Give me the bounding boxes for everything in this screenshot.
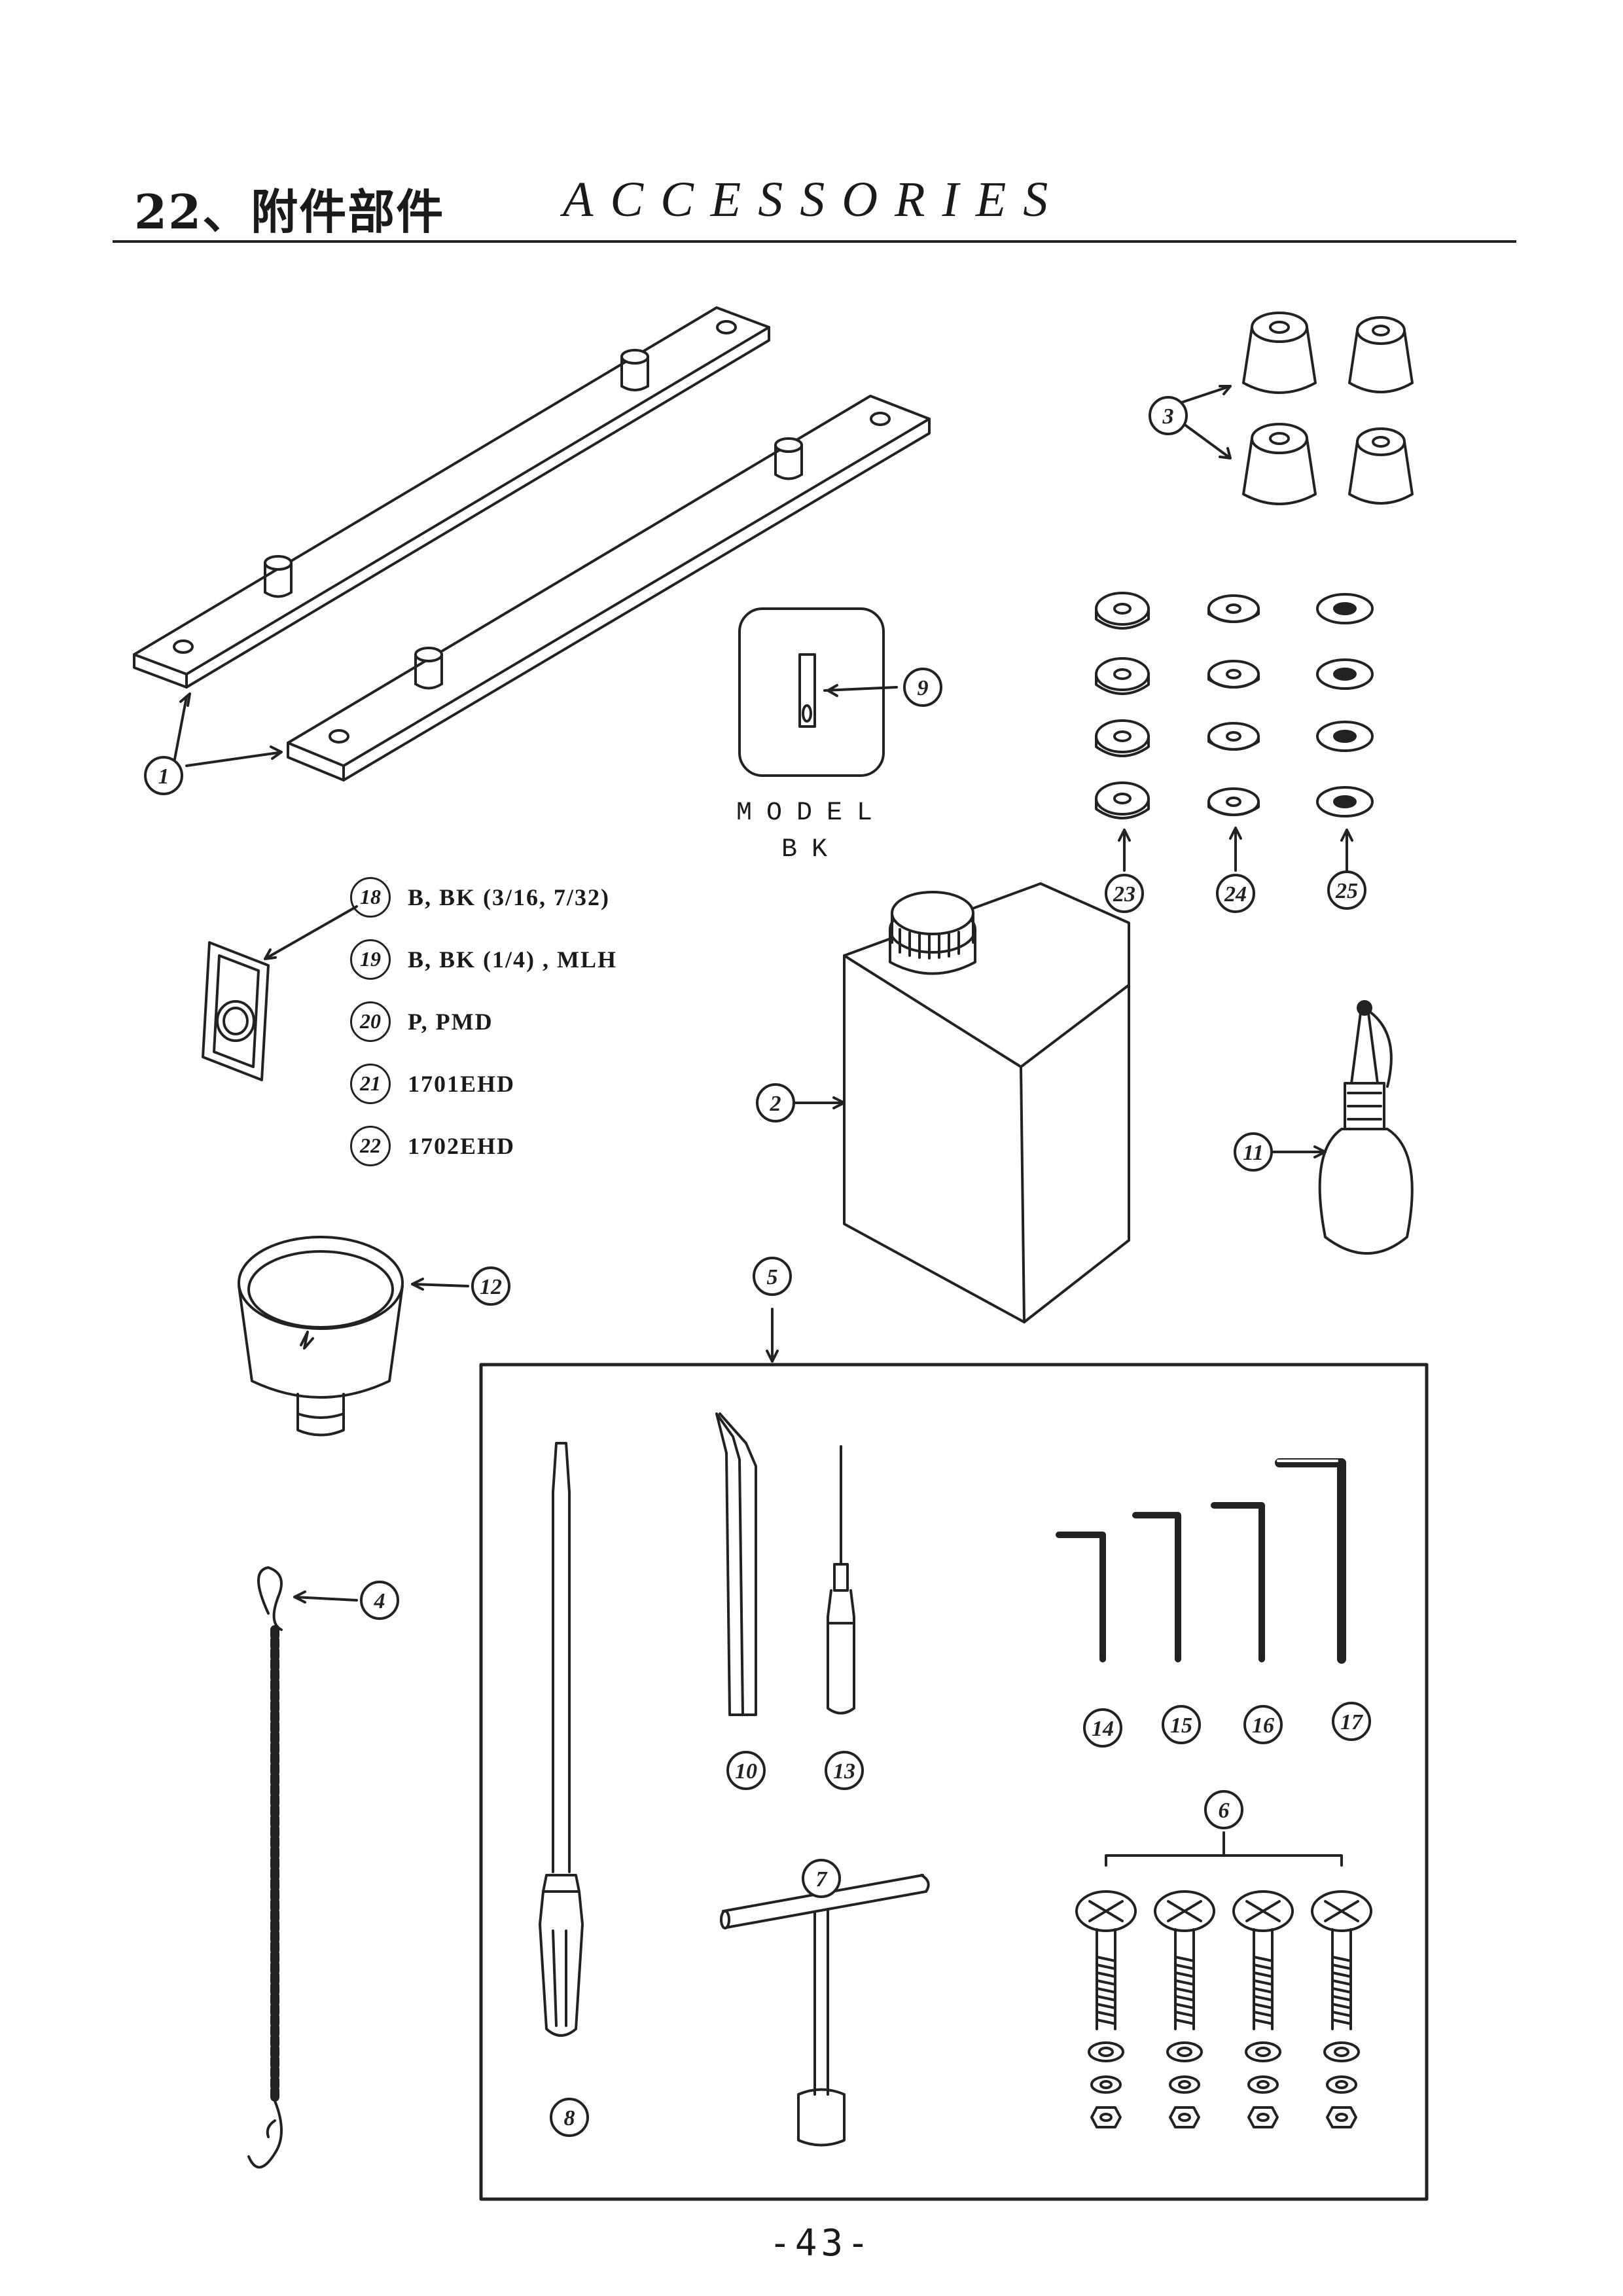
callout-number-3: 3 <box>1162 404 1174 429</box>
oil-cup-part-12 <box>238 1236 404 1437</box>
callout-circle-23 <box>1105 874 1144 913</box>
tweezers-part-10 <box>715 1412 757 1716</box>
callout-circle-10 <box>726 1751 766 1790</box>
legend-text: B, BK (1/4) , MLH <box>408 946 617 973</box>
callout-number-14: 14 <box>1092 1717 1114 1741</box>
leader-1a <box>172 696 188 767</box>
callout-number-2: 2 <box>770 1092 781 1116</box>
callout-circle-17 <box>1332 1702 1371 1741</box>
legend-row-22: 22 1702EHD <box>350 1126 515 1166</box>
callout-number-23: 23 <box>1113 882 1135 906</box>
callout-number-16: 16 <box>1252 1713 1274 1738</box>
legend-text: 1701EHD <box>408 1071 516 1097</box>
oil-can-part-2 <box>843 882 1130 1323</box>
needle-plate-part-18-22 <box>202 941 270 1081</box>
section-title-chinese: 22、附件部件 <box>134 184 445 240</box>
callout-circle-15 <box>1162 1705 1201 1744</box>
rubber-cushions-part-3 <box>1242 312 1414 505</box>
legend-row-18: 18 B, BK (3/16, 7/32) <box>350 877 610 918</box>
callout-circle-13 <box>825 1751 864 1790</box>
legend-row-20: 20 P, PMD <box>350 1001 493 1042</box>
bolt-set-part-6 <box>1075 1831 1372 2128</box>
washers-part-25 <box>1316 593 1374 817</box>
callout-number-7: 7 <box>816 1867 829 1892</box>
legend-row-21: 21 1701EHD <box>350 1064 515 1104</box>
callout-number-1: 1 <box>158 764 169 789</box>
callout-circle-16 <box>1243 1705 1283 1744</box>
legend-number: 20 <box>350 1001 391 1042</box>
callout-circle-11 <box>1234 1132 1273 1172</box>
callout-circle-1 <box>144 756 183 795</box>
callout-number-5: 5 <box>767 1265 778 1289</box>
model-label-line1: MODEL <box>736 798 887 828</box>
callout-circle-24 <box>1216 874 1255 913</box>
callout-circle-25 <box>1327 870 1366 910</box>
callout-circle-12 <box>471 1266 510 1306</box>
callout-circle-8 <box>550 2098 589 2137</box>
leader-1b <box>185 751 279 767</box>
callout-circle-2 <box>756 1083 795 1122</box>
washers-part-24 <box>1207 594 1260 816</box>
screwdriver-part-8 <box>539 1442 584 2037</box>
hex-keys-part-14-17 <box>1056 1458 1346 1664</box>
bar-1-part-1 <box>133 306 770 689</box>
section-title-english: ACCESSORIES <box>563 172 1065 227</box>
callout-number-10: 10 <box>735 1759 757 1784</box>
callout-circle-14 <box>1083 1708 1122 1748</box>
legend-text: P, PMD <box>408 1009 493 1035</box>
callout-number-25: 25 <box>1335 879 1358 903</box>
callout-circle-6 <box>1204 1790 1243 1829</box>
model-label: MODEL BK <box>730 795 893 869</box>
oiler-part-11 <box>1318 1000 1414 1255</box>
legend-number: 19 <box>350 939 391 980</box>
callout-circle-5 <box>753 1257 792 1296</box>
callout-number-8: 8 <box>564 2106 575 2130</box>
small-screwdriver-part-13 <box>827 1445 855 1715</box>
page-number: -43- <box>769 2222 873 2265</box>
callout-circle-7 <box>802 1859 841 1898</box>
chain-hook-part-4 <box>247 1566 283 2169</box>
legend-row-19: 19 B, BK (1/4) , MLH <box>350 939 617 980</box>
callout-number-6: 6 <box>1219 1799 1230 1823</box>
callout-number-13: 13 <box>833 1759 855 1784</box>
legend-text: B, BK (3/16, 7/32) <box>408 884 611 910</box>
legend-number: 22 <box>350 1126 391 1166</box>
legend-number: 18 <box>350 877 391 918</box>
header-rule <box>113 240 1516 243</box>
bar-2-part-1 <box>287 395 931 781</box>
callout-circle-4 <box>360 1581 399 1620</box>
t-wrench-part-7 <box>720 1874 930 2147</box>
callout-number-11: 11 <box>1243 1141 1264 1165</box>
model-label-line2: BK <box>781 835 842 865</box>
callout-circle-3 <box>1149 396 1188 435</box>
washers-part-23 <box>1095 592 1150 819</box>
needle-plate-insert-part-9 <box>738 607 898 777</box>
callout-number-9: 9 <box>918 676 929 700</box>
callout-number-4: 4 <box>374 1589 385 1613</box>
legend-number: 21 <box>350 1064 391 1104</box>
callout-number-24: 24 <box>1224 882 1247 906</box>
tool-kit-box-part-5 <box>479 1363 1429 2201</box>
callout-number-15: 15 <box>1170 1713 1192 1738</box>
callout-number-12: 12 <box>480 1275 502 1299</box>
legend-text: 1702EHD <box>408 1133 516 1159</box>
callout-circle-9 <box>903 668 942 707</box>
callout-number-17: 17 <box>1340 1710 1364 1734</box>
